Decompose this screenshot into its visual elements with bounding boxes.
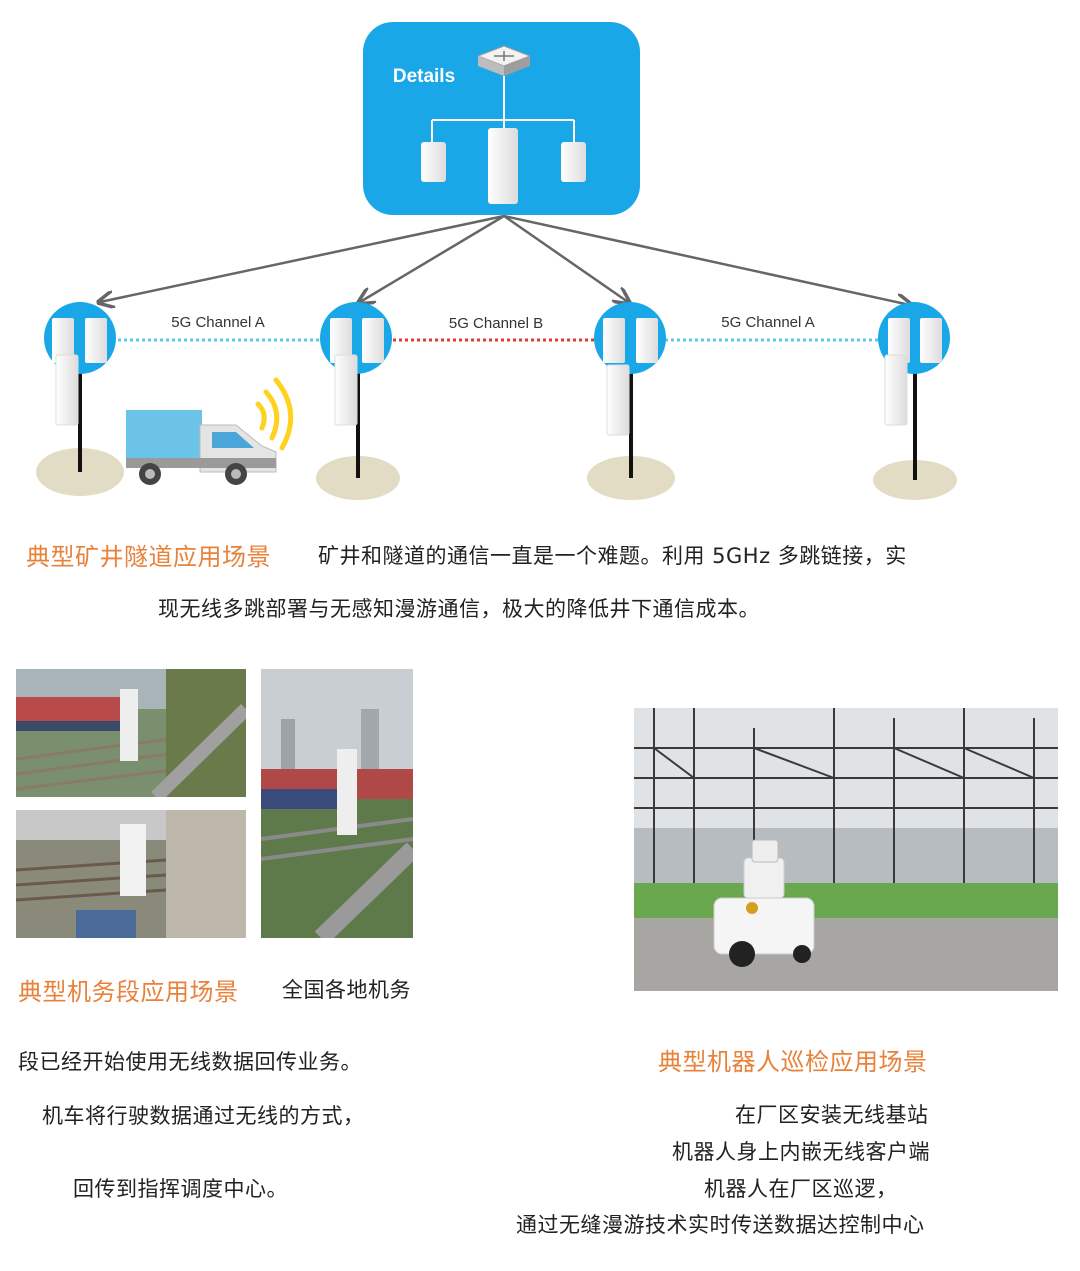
switch-icon — [476, 45, 532, 76]
robot-icon — [713, 839, 815, 967]
depot-line-3: 回传到指挥调度中心。 — [73, 1177, 288, 1201]
channel-label-a2: 5G Channel A — [721, 314, 814, 331]
mine-heading: 典型矿井隧道应用场景 — [26, 543, 271, 571]
wireless-node-3 — [587, 302, 675, 500]
link-arrows — [100, 214, 910, 305]
wireless-node-4 — [873, 302, 957, 500]
wireless-node-1 — [36, 302, 124, 496]
depot-line-1: 段已经开始使用无线数据回传业务。 — [18, 1050, 362, 1074]
depot-inline: 全国各地机务 — [282, 978, 411, 1002]
ap-device-icon — [421, 142, 446, 182]
signal-waves-icon — [255, 377, 294, 451]
channel-label-b: 5G Channel B — [449, 315, 543, 332]
tree-connector — [431, 76, 575, 142]
depot-photo-1 — [16, 669, 246, 797]
details-label: Details — [393, 66, 455, 87]
depot-heading: 典型机务段应用场景 — [18, 978, 239, 1006]
wireless-node-2 — [316, 302, 400, 500]
ap-device-icon — [561, 142, 586, 182]
depot-photo-2 — [16, 810, 246, 938]
robot-heading: 典型机器人巡检应用场景 — [658, 1048, 928, 1076]
depot-photo-3 — [261, 669, 413, 938]
details-box: Details — [363, 22, 640, 215]
channel-label-a1: 5G Channel A — [171, 314, 264, 331]
truck-icon — [126, 410, 277, 485]
robot-line-1: 在厂区安装无线基站 — [735, 1103, 929, 1127]
mine-line-2: 现无线多跳部署与无感知漫游通信，极大的降低井下通信成本。 — [158, 597, 760, 621]
network-diagram: Details 5G Channel A 5G Channel B 5G Cha… — [36, 22, 957, 500]
depot-line-2: 机车将行驶数据通过无线的方式， — [42, 1104, 365, 1128]
robot-line-2: 机器人身上内嵌无线客户端 — [672, 1140, 930, 1164]
ap-device-icon — [488, 128, 518, 204]
robot-line-3: 机器人在厂区巡逻， — [704, 1177, 898, 1201]
robot-photo — [634, 708, 1058, 991]
robot-line-4: 通过无缝漫游技术实时传送数据达控制中心 — [516, 1213, 925, 1237]
mine-line-1: 矿井和隧道的通信一直是一个难题。利用 5GHz 多跳链接，实 — [318, 544, 907, 568]
